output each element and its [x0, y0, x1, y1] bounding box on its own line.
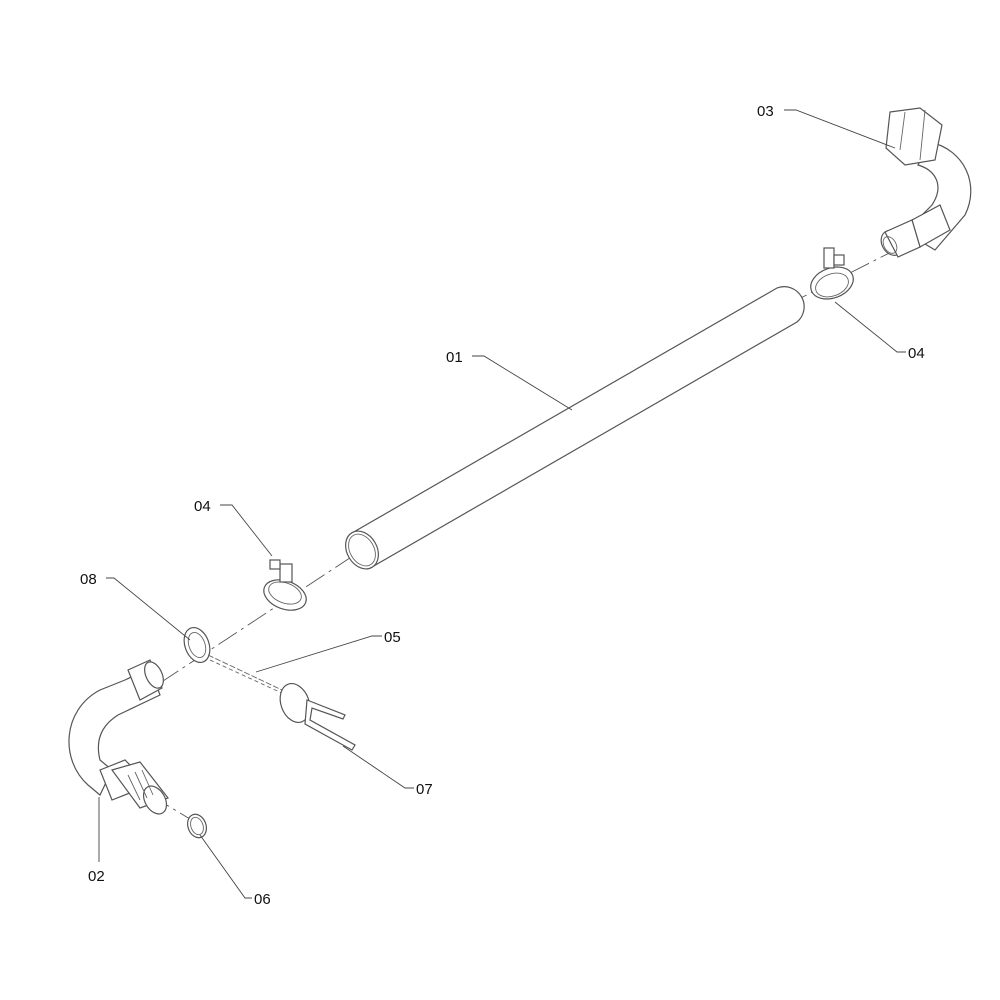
part-04-clamp-left — [263, 559, 307, 611]
callout-07: 07 — [416, 781, 433, 798]
part-02-elbow-threaded — [68, 659, 169, 815]
callout-04-right: 04 — [908, 345, 925, 362]
part-05-chain — [207, 654, 285, 695]
callout-06: 06 — [254, 891, 271, 908]
callout-02: 02 — [88, 868, 105, 885]
callout-04-left: 04 — [194, 498, 211, 515]
part-01-tube — [345, 286, 805, 570]
part-06-washer — [186, 813, 208, 839]
callout-01: 01 — [446, 349, 463, 366]
callout-05: 05 — [384, 629, 401, 646]
leader-lines — [98, 109, 906, 899]
part-03-elbow-nut — [880, 107, 972, 258]
assembly-axis — [149, 244, 906, 829]
part-08-ring — [183, 626, 211, 664]
callout-08: 08 — [80, 571, 97, 588]
callout-03: 03 — [757, 103, 774, 120]
part-07-cotter-pin — [279, 683, 356, 751]
part-04-clamp-right — [810, 247, 854, 300]
